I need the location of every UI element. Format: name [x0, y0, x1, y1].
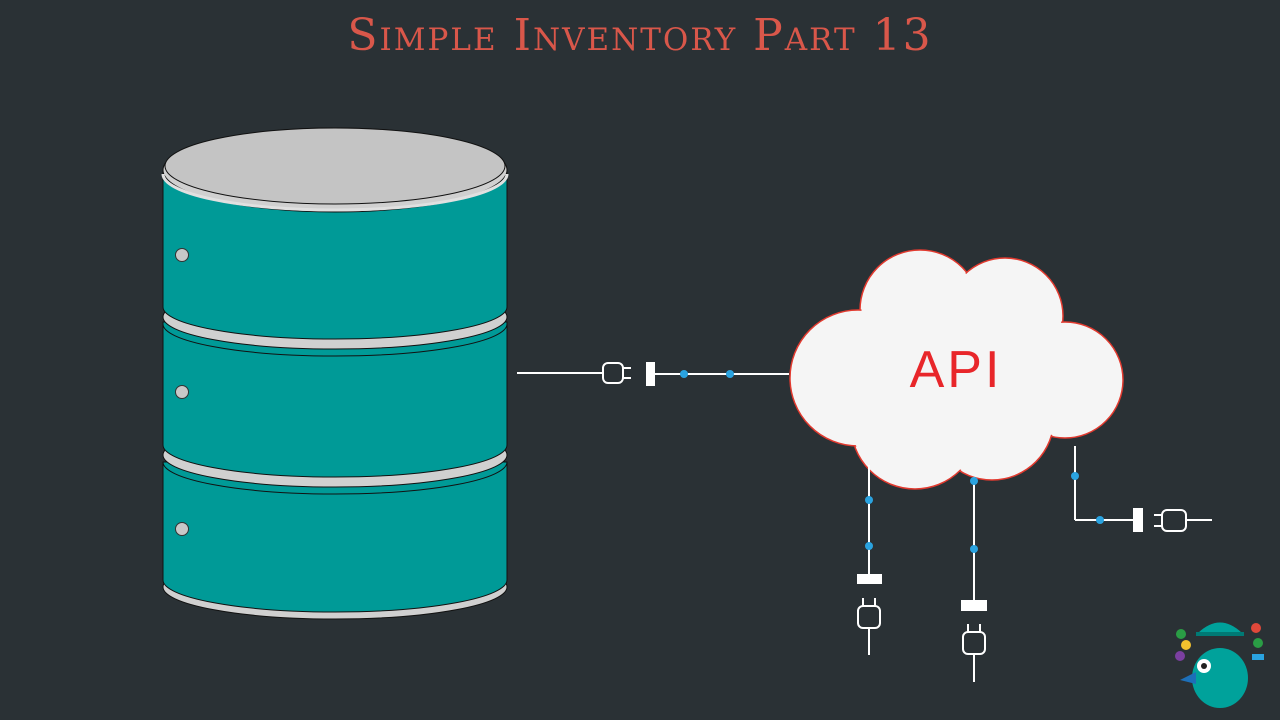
connector-dot [865, 496, 873, 504]
csharp-badge-icon [1176, 629, 1186, 639]
connector-dot [680, 370, 688, 378]
plug-icon [857, 598, 881, 629]
connector-dot [726, 370, 734, 378]
socket-icon [1133, 508, 1143, 532]
python-badge-icon [1181, 640, 1191, 650]
database-segment-top [161, 127, 509, 340]
connection-database-api [517, 362, 789, 386]
socket-icon [961, 600, 987, 611]
plug-icon [1154, 509, 1187, 532]
connector-dot [970, 477, 978, 485]
socket-icon [646, 362, 655, 386]
plug-icon [962, 624, 986, 655]
connector-dot [1071, 472, 1079, 480]
go-badge-icon [1252, 654, 1264, 660]
api-label: API [910, 341, 1003, 399]
connector-dot [1096, 516, 1104, 524]
connection-api-down-2 [961, 477, 987, 682]
page-title: Simple Inventory Part 13 [347, 10, 933, 61]
bird-mascot-logo [1175, 622, 1264, 708]
connection-api-right [1071, 446, 1212, 532]
database-icon [161, 127, 509, 620]
socket-icon [857, 574, 882, 584]
api-cloud: API [789, 249, 1124, 490]
cpp-badge-icon [1253, 638, 1263, 648]
plug-icon [602, 362, 631, 384]
connector-dot [970, 545, 978, 553]
connector-dot [865, 542, 873, 550]
connection-api-down-1 [857, 465, 882, 655]
csharp-badge-icon [1175, 651, 1185, 661]
git-badge-icon [1251, 623, 1261, 633]
